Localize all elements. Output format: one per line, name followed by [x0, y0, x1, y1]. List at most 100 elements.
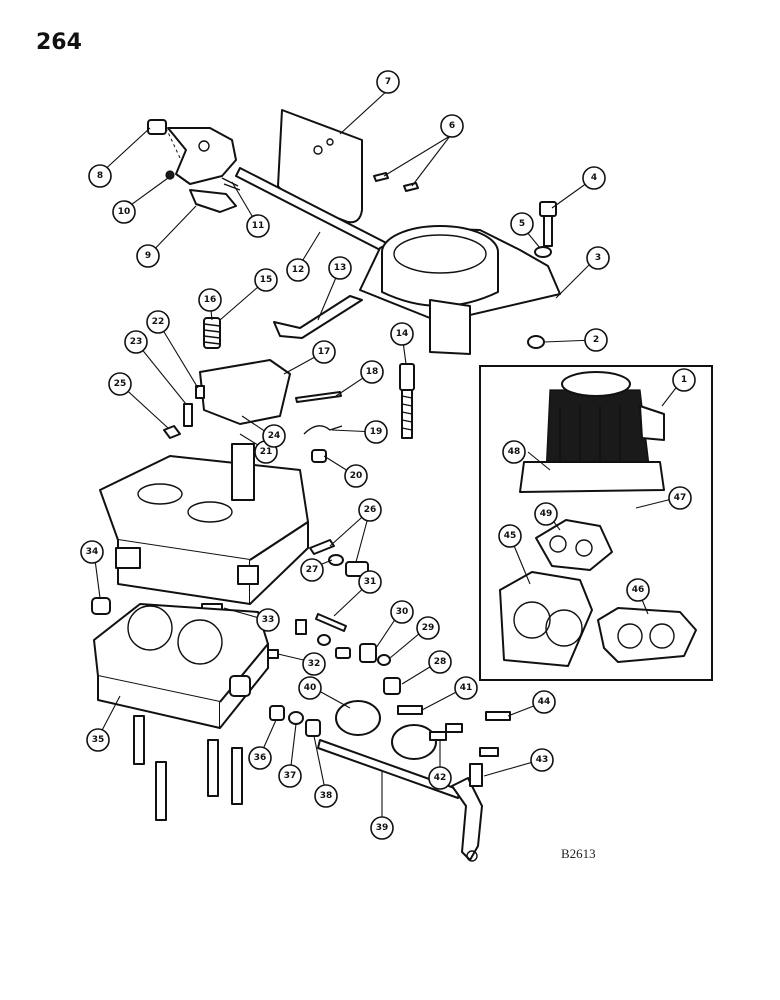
- callout-2: 2: [584, 328, 608, 352]
- svg-text:15: 15: [260, 275, 273, 285]
- svg-text:35: 35: [92, 735, 105, 745]
- svg-text:31: 31: [364, 577, 377, 587]
- part-22-screw: [195, 385, 205, 399]
- inset-carburetor: [519, 371, 665, 493]
- svg-text:30: 30: [396, 607, 409, 617]
- part-44-screw: [485, 711, 511, 721]
- part-19-clip: [303, 425, 343, 435]
- part-27-washer: [328, 554, 344, 566]
- callout-9: 9: [136, 244, 160, 268]
- part-2-o-ring: [527, 335, 545, 349]
- part-40-plate-a: [335, 700, 381, 736]
- callout-39: 39: [370, 816, 394, 840]
- callout-11: 11: [246, 214, 270, 238]
- callout-38: 38: [314, 784, 338, 808]
- svg-text:29: 29: [422, 623, 435, 633]
- part-23-screw: [183, 403, 193, 427]
- callout-18: 18: [360, 360, 384, 384]
- svg-text:14: 14: [396, 329, 409, 339]
- callout-7: 7: [376, 70, 400, 94]
- callout-49: 49: [534, 502, 558, 526]
- callout-29: 29: [416, 616, 440, 640]
- part-34-cup: [91, 597, 111, 615]
- part-25-nut: [163, 425, 181, 439]
- part-3-air-horn: [359, 225, 561, 355]
- callout-20: 20: [344, 464, 368, 488]
- svg-text:43: 43: [536, 755, 549, 765]
- svg-text:26: 26: [364, 505, 377, 515]
- callout-17: 17: [312, 340, 336, 364]
- svg-text:20: 20: [350, 471, 363, 481]
- part-39-throttle-shaft: [317, 739, 483, 862]
- part-42-screw-b: [445, 723, 463, 733]
- part-37-washer: [288, 711, 304, 725]
- callout-48: 48: [502, 440, 526, 464]
- callout-43: 43: [530, 748, 554, 772]
- svg-text:21: 21: [260, 447, 273, 457]
- callout-47: 47: [668, 486, 692, 510]
- callout-24: 24: [262, 424, 286, 448]
- part-35-throttle-body: [93, 603, 269, 729]
- svg-text:33: 33: [262, 615, 275, 625]
- callout-33: 33: [256, 608, 280, 632]
- part-main-body: [99, 443, 309, 605]
- callout-41: 41: [454, 676, 478, 700]
- inset-part-46-gasket: [597, 607, 697, 663]
- part-40-plate-b: [391, 724, 437, 760]
- svg-text:1: 1: [681, 375, 687, 385]
- svg-text:18: 18: [366, 367, 379, 377]
- callout-4: 4: [582, 166, 606, 190]
- svg-text:10: 10: [118, 207, 131, 217]
- callout-42: 42: [428, 766, 452, 790]
- callout-40: 40: [298, 676, 322, 700]
- page-number: 264: [36, 30, 82, 55]
- callout-44: 44: [532, 690, 556, 714]
- part-17-cover: [199, 359, 291, 425]
- callout-23: 23: [124, 330, 148, 354]
- svg-text:25: 25: [114, 379, 127, 389]
- svg-text:3: 3: [595, 253, 601, 263]
- callout-31: 31: [358, 570, 382, 594]
- callout-28: 28: [428, 650, 452, 674]
- svg-text:34: 34: [86, 547, 99, 557]
- part-26-valve: [345, 561, 369, 577]
- svg-text:37: 37: [284, 771, 297, 781]
- inset-part-49-spacer: [535, 519, 613, 571]
- part-41-screw: [397, 705, 423, 715]
- svg-text:4: 4: [591, 173, 597, 183]
- callout-13: 13: [328, 256, 352, 280]
- part-31-pump: [335, 647, 351, 659]
- svg-text:46: 46: [632, 585, 645, 595]
- callout-46: 46: [626, 578, 650, 602]
- part-38-bushing: [305, 719, 321, 737]
- svg-text:44: 44: [538, 697, 551, 707]
- part-29-ring: [377, 654, 391, 666]
- svg-text:5: 5: [519, 219, 525, 229]
- callout-19: 19: [364, 420, 388, 444]
- svg-text:11: 11: [252, 221, 265, 231]
- callout-6: 6: [440, 114, 464, 138]
- callout-15: 15: [254, 268, 278, 292]
- svg-text:17: 17: [318, 347, 331, 357]
- callout-26: 26: [358, 498, 382, 522]
- svg-text:6: 6: [449, 121, 455, 131]
- svg-text:16: 16: [204, 295, 217, 305]
- callout-16: 16: [198, 288, 222, 312]
- callout-27: 27: [300, 558, 324, 582]
- part-31-spring: [295, 619, 307, 635]
- callout-37: 37: [278, 764, 302, 788]
- svg-text:49: 49: [540, 509, 553, 519]
- svg-text:39: 39: [376, 823, 389, 833]
- part-30-valve: [359, 643, 377, 663]
- svg-text:42: 42: [434, 773, 447, 783]
- part-42-screw: [429, 731, 447, 741]
- svg-text:36: 36: [254, 753, 267, 763]
- svg-text:27: 27: [306, 565, 319, 575]
- callout-14: 14: [390, 322, 414, 346]
- svg-text:2: 2: [593, 335, 599, 345]
- part-15-16-spring: [203, 317, 221, 349]
- part-20-plug: [311, 449, 327, 463]
- part-studs: [133, 715, 243, 821]
- svg-text:7: 7: [385, 77, 391, 87]
- svg-text:13: 13: [334, 263, 347, 273]
